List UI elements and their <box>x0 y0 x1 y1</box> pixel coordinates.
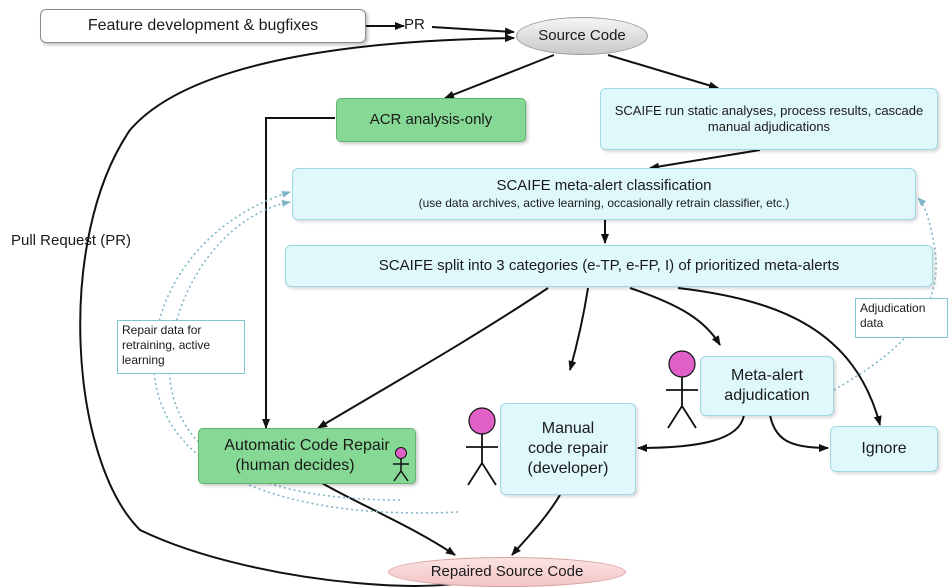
repair-data-label: Repair data for retraining, active learn… <box>122 323 211 367</box>
arrow-split-to-manual <box>568 287 589 371</box>
acr-line-1: Automatic Code Repair <box>224 437 390 454</box>
manual-code-repair-box: Manual code repair (developer) <box>500 403 636 495</box>
solid-arrows <box>79 22 882 587</box>
arrow-scaife-run-to-classification <box>649 149 761 171</box>
developer-person-icon <box>466 407 498 486</box>
acr-analysis-only-box: ACR analysis-only <box>336 98 526 142</box>
source-code-node: Source Code <box>516 17 648 55</box>
repaired-source-code-node: Repaired Source Code <box>388 557 626 587</box>
arrow-adjudication-to-ignore <box>769 414 829 452</box>
repaired-source-code-label: Repaired Source Code <box>430 562 584 580</box>
automatic-code-repair-box: Automatic Code Repair (human decides) <box>198 428 416 484</box>
ignore-box: Ignore <box>830 426 938 472</box>
ignore-label: Ignore <box>861 440 907 457</box>
adjudication-data-label: Adjudication data <box>860 301 926 330</box>
scaife-run-box: SCAIFE run static analyses, process resu… <box>600 88 938 150</box>
acr-line-2: (human decides) <box>235 457 355 474</box>
adjudication-line-1: Meta-alert <box>730 367 804 384</box>
arrow-acr-to-repaired <box>319 481 456 556</box>
manual-line-1: Manual <box>541 420 595 437</box>
pr-label: PR <box>404 16 425 33</box>
arrow-split-to-acr <box>317 287 549 429</box>
feature-development-box: Feature development & bugfixes <box>40 9 366 43</box>
manual-line-3: (developer) <box>527 460 609 477</box>
adjudicator-person-icon <box>666 350 698 429</box>
arrow-split-to-adjudication <box>629 287 721 346</box>
arrow-source-to-acr-only <box>444 54 555 99</box>
arrow-split-to-ignore <box>677 287 882 426</box>
arrow-source-to-scaife-run <box>607 54 719 90</box>
adjudication-data-note: Adjudication data <box>855 298 948 338</box>
arrow-manual-to-repaired <box>511 494 561 556</box>
scaife-run-label: SCAIFE run static analyses, process resu… <box>614 102 924 134</box>
manual-line-2: code repair <box>527 440 609 457</box>
arrow-acr-only-to-acr <box>262 117 335 429</box>
arrow-adjudication-to-manual <box>637 414 745 452</box>
dotted-arrows <box>153 191 937 514</box>
dotted-arrow-adjudication-data <box>833 197 937 391</box>
feature-development-label: Feature development & bugfixes <box>87 17 319 34</box>
classification-subtitle: (use data archives, active learning, occ… <box>418 195 790 210</box>
source-code-label: Source Code <box>538 26 626 44</box>
acr-analysis-only-label: ACR analysis-only <box>369 110 493 128</box>
meta-alert-adjudication-box: Meta-alert adjudication <box>700 356 834 416</box>
arrow-pull-request-loop <box>79 34 515 587</box>
classification-box: SCAIFE meta-alert classification (use da… <box>292 168 916 220</box>
split-categories-label: SCAIFE split into 3 categories (e-TP, e-… <box>378 256 840 274</box>
split-categories-box: SCAIFE split into 3 categories (e-TP, e-… <box>285 245 933 287</box>
pull-request-label: Pull Request (PR) <box>11 232 132 249</box>
repair-data-note: Repair data for retraining, active learn… <box>117 320 245 374</box>
human-decides-person-icon <box>393 447 409 482</box>
classification-title: SCAIFE meta-alert classification <box>496 177 712 195</box>
arrow-pr-to-source <box>431 26 515 36</box>
adjudication-line-2: adjudication <box>724 387 810 404</box>
